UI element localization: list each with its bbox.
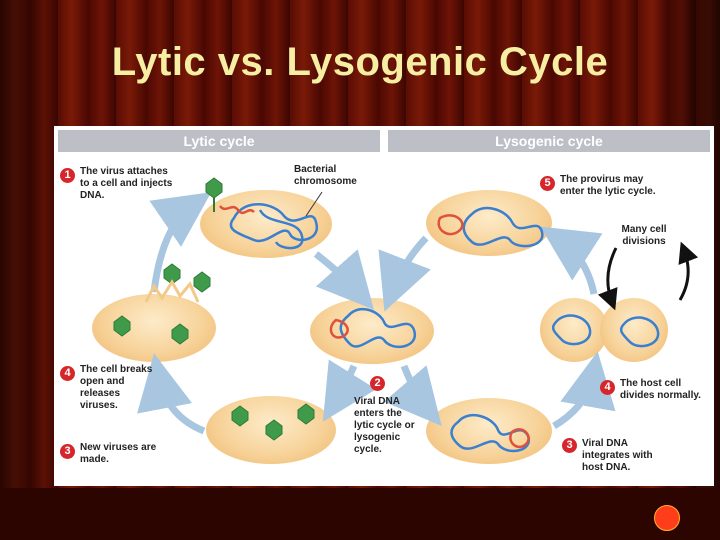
division-arrow-right: [678, 241, 699, 301]
viral-dna-center: [329, 318, 349, 339]
virus-new-2: [265, 419, 283, 441]
many-cell-divisions-label: Many cell divisions: [621, 224, 667, 247]
host-dna-cell1b: [258, 209, 304, 250]
viral-dna-entering: [219, 205, 255, 215]
curtain-bottom: [0, 488, 720, 540]
lytic-lysogenic-diagram: Lytic cycle Lysogenic cycle: [54, 126, 714, 486]
diagram-graphics: [113, 177, 699, 453]
lysogenic-cycle-header: Lysogenic cycle: [388, 130, 710, 152]
virus-released-1: [163, 263, 181, 285]
step-badge-5: 5: [540, 176, 555, 191]
step-badge-2: 2: [370, 376, 385, 391]
step-text-4-lytic: The cell breaks open and releases viruse…: [80, 364, 153, 411]
arrow-3-to-4: [137, 353, 206, 435]
step-text-4-lysogenic: The host cell divides normally.: [620, 378, 701, 401]
virus-new-1: [231, 405, 249, 427]
virus-released-2: [193, 271, 211, 293]
cell-infected: [200, 190, 332, 258]
step-badge-3-lysogenic: 3: [562, 438, 577, 453]
host-dna-provirus: [462, 206, 544, 248]
host-dna-center: [339, 307, 417, 349]
burst-edge: [144, 279, 200, 303]
step-badge-3-lytic: 3: [60, 444, 75, 459]
cell-bursting: [92, 294, 216, 362]
arrow-2-to-integrate: [383, 364, 442, 426]
arrow-2-to-3: [322, 359, 377, 422]
step-text-3-lytic: New viruses are made.: [80, 442, 157, 465]
smiley-icon[interactable]: [654, 505, 680, 531]
host-dna-cell1: [229, 203, 319, 243]
chromosome-pointer: [305, 191, 323, 217]
virus-released-3: [113, 315, 131, 337]
step-text-3-lysogenic: Viral DNA integrates with host DNA.: [582, 438, 653, 473]
slide-title: Lytic vs. Lysogenic Cycle: [111, 40, 609, 84]
virus-attaching: [205, 177, 223, 199]
step-badge-4-lytic: 4: [60, 366, 75, 381]
step-text-5: The provirus may enter the lytic cycle.: [560, 174, 656, 197]
arrow-divide-to-provirus: [540, 226, 603, 295]
host-dna-divide-left: [551, 314, 592, 346]
lytic-cycle-header: Lytic cycle: [58, 130, 380, 152]
host-dna-divide-right: [619, 316, 660, 348]
bacterial-chromosome-label: Bacterial chromosome: [294, 164, 357, 187]
virus-released-4: [171, 323, 189, 345]
arrow-1-to-2: [313, 249, 374, 310]
arrow-4-to-1: [149, 192, 212, 293]
step-text-2: Viral DNA enters the lytic cycle or lyso…: [354, 396, 415, 455]
host-dna-integrated: [450, 413, 530, 453]
viral-dna-provirus: [437, 214, 464, 236]
virus-new-3: [297, 403, 315, 425]
virus-icons: [113, 177, 315, 441]
arrow-integrate-to-divide: [552, 351, 616, 430]
viral-dna-integrated: [509, 428, 530, 449]
step-badge-1: 1: [60, 168, 75, 183]
step-text-1: The virus attaches to a cell and injects…: [80, 166, 173, 201]
step-badge-4-lysogenic: 4: [600, 380, 615, 395]
arrow-provirus-to-center: [378, 235, 431, 312]
header-divider: [380, 130, 388, 152]
division-arrow-left: [597, 247, 618, 311]
cell-integrated: [426, 398, 552, 464]
